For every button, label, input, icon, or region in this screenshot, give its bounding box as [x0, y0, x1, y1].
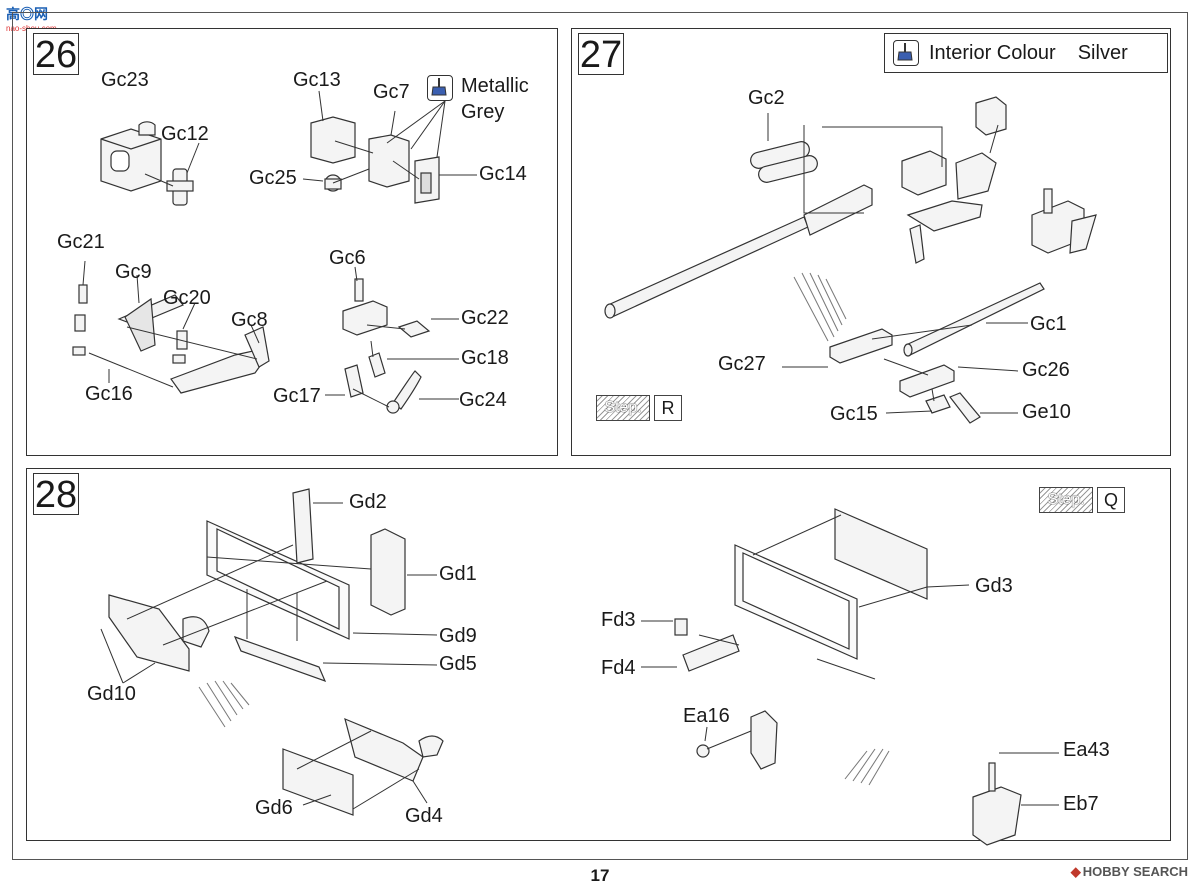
colour-value: Silver — [1077, 41, 1128, 64]
part-label: Ea16 — [683, 705, 730, 727]
step-reference: Step. R — [596, 395, 682, 421]
paint-note-line2: Grey — [461, 101, 505, 123]
part-label: Gc9 — [115, 261, 152, 283]
paintbrush-icon — [893, 40, 919, 66]
step-ref-label: Step. — [1039, 487, 1093, 513]
part-label: Gc26 — [1022, 359, 1070, 381]
page-number: 17 — [590, 866, 610, 885]
colour-label: Interior Colour — [929, 41, 1056, 64]
part-label: Fd3 — [601, 609, 636, 631]
logo-text: HOBBY SEARCH — [1082, 864, 1188, 879]
paint-note-line1: Metallic — [461, 75, 529, 97]
paintbrush-icon — [427, 75, 453, 101]
part-label: Ea43 — [1063, 739, 1110, 761]
colour-callout: Interior Colour Silver — [884, 33, 1168, 73]
part-label: Gc14 — [479, 163, 527, 185]
part-label: Gc8 — [231, 309, 268, 331]
part-label: Gc7 — [373, 81, 410, 103]
part-label: Gc23 — [101, 69, 149, 91]
page-frame — [12, 12, 1188, 860]
step-number: 27 — [578, 33, 624, 76]
part-label: Gc21 — [57, 231, 105, 253]
part-label: Gd10 — [87, 683, 136, 705]
step-number: 26 — [33, 33, 79, 76]
part-label: Gc27 — [718, 353, 766, 375]
part-label: Gc18 — [461, 347, 509, 369]
part-label: Gc22 — [461, 307, 509, 329]
part-label: Gc15 — [830, 403, 878, 425]
part-label: Gc1 — [1030, 313, 1067, 335]
step-ref-letter: Q — [1097, 487, 1125, 513]
step-ref-label: Step. — [596, 395, 650, 421]
part-label: Gd3 — [975, 575, 1013, 597]
part-label: Gd2 — [349, 491, 387, 513]
part-label: Gd9 — [439, 625, 477, 647]
part-label: Gc13 — [293, 69, 341, 91]
part-label: Gc16 — [85, 383, 133, 405]
step-26-panel: 26 — [26, 28, 558, 456]
step-27-drawing — [604, 96, 1097, 424]
part-label: Ge10 — [1022, 401, 1071, 423]
step-28-drawing — [100, 488, 1059, 846]
part-label: Gc24 — [459, 389, 507, 411]
step-ref-letter: R — [654, 395, 682, 421]
logo-mark-icon: ◆ — [1070, 864, 1081, 879]
part-label: Gc17 — [273, 385, 321, 407]
step-reference: Step. Q — [1039, 487, 1125, 513]
part-label: Gc6 — [329, 247, 366, 269]
step-28-panel: 28 — [26, 468, 1171, 846]
part-label: Gd5 — [439, 653, 477, 675]
part-label: Gc20 — [163, 287, 211, 309]
part-label: Gd6 — [255, 797, 293, 819]
part-label: Gc25 — [249, 167, 297, 189]
step-number: 28 — [33, 473, 79, 516]
part-label: Fd4 — [601, 657, 636, 679]
step-27-panel: 27 Interior Colour Silver — [571, 28, 1171, 456]
hobby-search-logo: ◆HOBBY SEARCH — [1071, 864, 1188, 880]
part-label: Gc2 — [748, 87, 785, 109]
part-label: Gd4 — [405, 805, 443, 827]
part-label: Eb7 — [1063, 793, 1099, 815]
part-label: Gc12 — [161, 123, 209, 145]
part-label: Gd1 — [439, 563, 477, 585]
watermark-text: 高◎网 — [6, 6, 48, 22]
step-26-drawing — [72, 90, 477, 414]
